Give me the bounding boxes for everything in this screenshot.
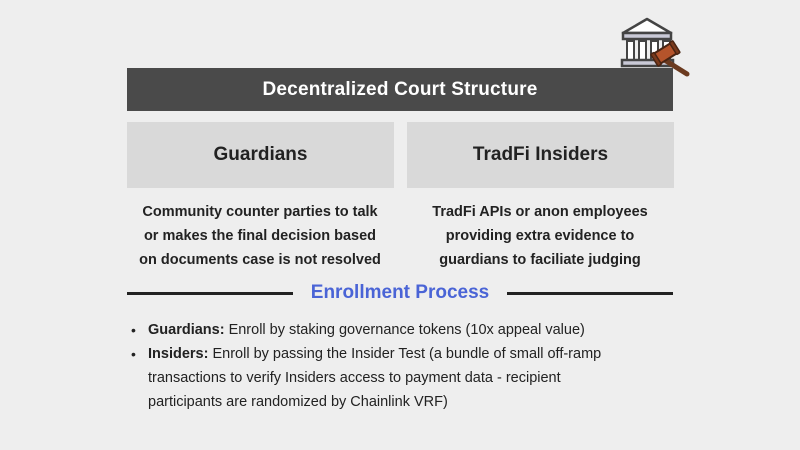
guardians-heading: Guardians: [213, 144, 308, 165]
tradfi-insiders-description-line: guardians to faciliate judging: [439, 252, 641, 268]
list-item-line: Insiders: Enroll by passing the Insider …: [148, 342, 671, 366]
tradfi-insiders-heading-box: TradFi Insiders: [407, 122, 674, 188]
enrollment-list: • Guardians: Enroll by staking governanc…: [131, 318, 671, 414]
bullet-icon: •: [131, 322, 136, 338]
page-title: Decentralized Court Structure: [127, 68, 673, 111]
guardians-description-line: on documents case is not resolved: [139, 252, 381, 268]
list-item-text: Enroll by passing the Insider Test (a bu…: [208, 346, 602, 362]
divider-right: [507, 292, 673, 295]
tradfi-insiders-description: TradFi APIs or anon employees providing …: [400, 200, 680, 272]
list-item: • Guardians: Enroll by staking governanc…: [131, 318, 671, 342]
list-item-line: participants are randomized by Chainlink…: [148, 394, 448, 410]
tradfi-insiders-description-line: providing extra evidence to: [445, 228, 635, 244]
courthouse-gavel-icon: [620, 17, 690, 77]
enrollment-title: Enrollment Process: [310, 282, 490, 303]
list-item-line: transactions to verify Insiders access t…: [148, 370, 561, 386]
list-item-line: Guardians: Enroll by staking governance …: [148, 318, 671, 342]
list-item-label: Guardians:: [148, 322, 225, 338]
list-item-label: Insiders:: [148, 346, 209, 362]
tradfi-insiders-heading: TradFi Insiders: [472, 144, 609, 165]
guardians-description-line: or makes the final decision based: [143, 228, 377, 244]
bullet-icon: •: [131, 346, 136, 362]
divider-left: [127, 292, 293, 295]
guardians-description-line: Community counter parties to talk: [142, 204, 378, 220]
tradfi-insiders-description-line: TradFi APIs or anon employees: [432, 204, 648, 220]
guardians-heading-box: Guardians: [127, 122, 394, 188]
list-item-text: Enroll by staking governance tokens (10x…: [224, 322, 585, 338]
guardians-description: Community counter parties to talk or mak…: [120, 200, 400, 272]
list-item: • Insiders: Enroll by passing the Inside…: [131, 342, 671, 414]
enrollment-section-header: Enrollment Process: [127, 280, 673, 306]
